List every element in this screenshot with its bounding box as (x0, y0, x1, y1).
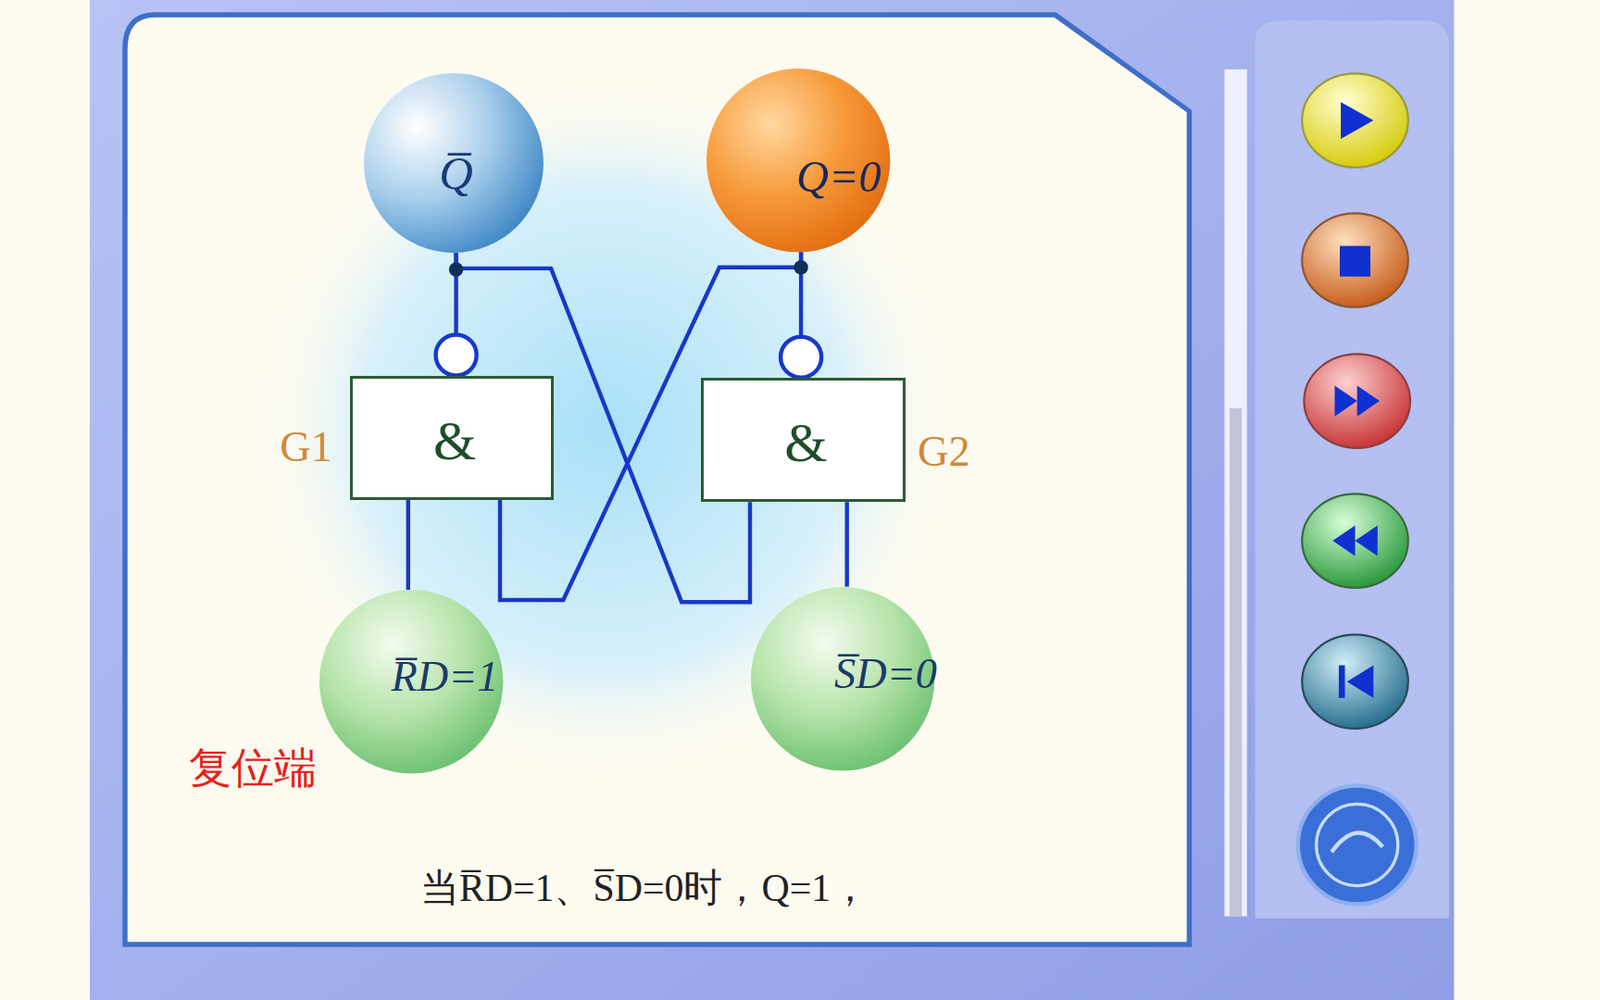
signal-name: Q̅ (438, 146, 474, 200)
inverter-bubble (436, 334, 477, 375)
output-circle: Q=0 (706, 68, 890, 252)
output-circle: Q̅ (363, 73, 544, 253)
scrollbar (1224, 69, 1247, 917)
signal-name: Q=0 (796, 150, 882, 201)
note: 复位端 (188, 737, 317, 797)
scroll-thumb (1229, 408, 1242, 917)
nand-gate: & (350, 375, 554, 500)
gate-name: G2 (917, 426, 971, 476)
buttons (1298, 73, 1417, 904)
gate-symbol: & (784, 410, 827, 475)
input-circle: R̅D=1 (319, 589, 503, 774)
gate-name: G1 (279, 421, 333, 471)
junction-dot (449, 262, 463, 276)
junction-dot (793, 260, 808, 275)
control-panel (1255, 20, 1450, 919)
signal-name: R̅D=1 (390, 650, 499, 700)
panel-border (122, 12, 1192, 947)
panel (127, 17, 1188, 942)
wire (406, 500, 411, 590)
input-circle: S̅D=0 (750, 587, 935, 771)
signal-name: S̅D=0 (834, 649, 938, 699)
inverter-bubble (780, 337, 822, 378)
glow (257, 81, 951, 775)
caption: 当R̅D=1、S̅D=0时，Q=1， (420, 862, 871, 914)
wire (844, 501, 849, 587)
nand-gate: & (700, 377, 905, 502)
gate-symbol: & (433, 408, 476, 473)
frame (89, 0, 1454, 1000)
